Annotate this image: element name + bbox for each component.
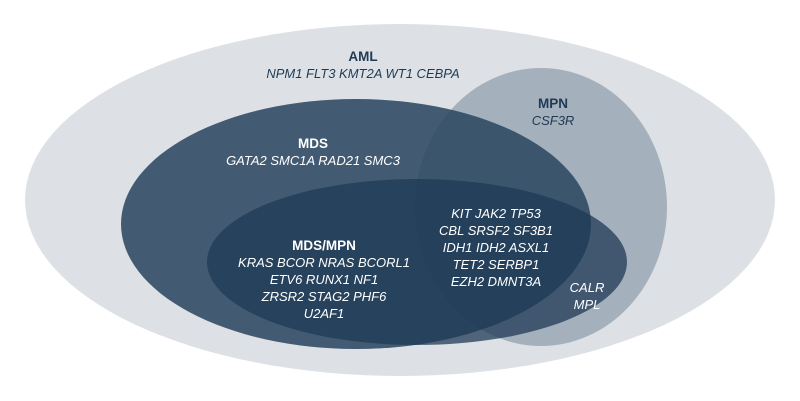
- mpn-mdsmpn-gene: CALR: [570, 280, 605, 295]
- mds-title: MDS: [298, 136, 328, 151]
- shared-gene-line: IDH1 IDH2 ASXL1: [443, 240, 549, 255]
- shared-gene-line: TET2 SERBP1: [453, 257, 540, 272]
- shared-gene-line: CBL SRSF2 SF3B1: [439, 223, 553, 238]
- aml-genes: NPM1 FLT3 KMT2A WT1 CEBPA: [266, 66, 459, 81]
- mds-mpn-gene-line: U2AF1: [304, 306, 344, 321]
- mds-genes: GATA2 SMC1A RAD21 SMC3: [226, 153, 401, 168]
- mds-mpn-gene-line: KRAS BCOR NRAS BCORL1: [238, 255, 410, 270]
- shared-gene-line: KIT JAK2 TP53: [451, 206, 541, 221]
- mpn-genes: CSF3R: [532, 113, 575, 128]
- mds-mpn-gene-line: ZRSR2 STAG2 PHF6: [261, 289, 388, 304]
- aml-title: AML: [348, 49, 377, 64]
- mds-mpn-set: [207, 179, 627, 345]
- mpn-mdsmpn-gene: MPL: [574, 297, 601, 312]
- mds-mpn-title: MDS/MPN: [292, 238, 356, 253]
- mpn-title: MPN: [538, 96, 568, 111]
- shared-gene-line: EZH2 DMNT3A: [451, 274, 541, 289]
- mds-mpn-gene-line: ETV6 RUNX1 NF1: [270, 272, 378, 287]
